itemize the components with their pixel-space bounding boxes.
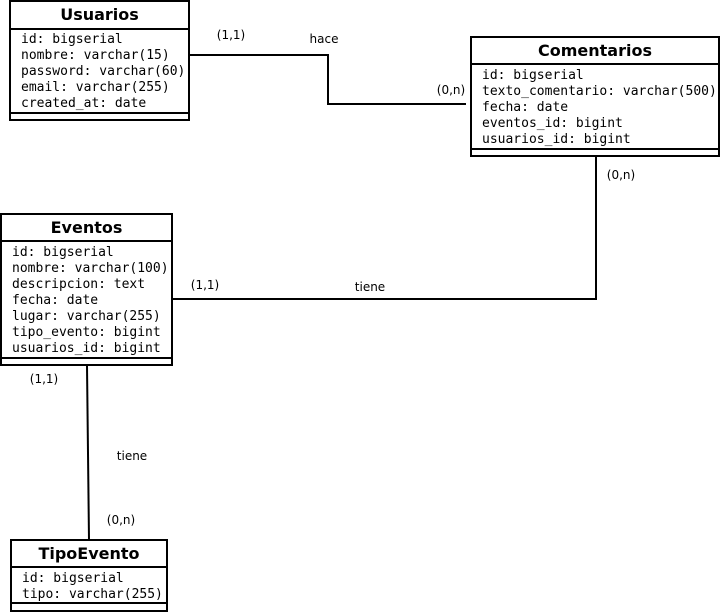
attribute: nombre: varchar(15) — [21, 48, 170, 63]
attribute: fecha: date — [12, 293, 98, 308]
entity-title: Usuarios — [60, 5, 139, 24]
entity-box — [9, 0, 190, 121]
relationship-label-tiene-tipoevento: tiene — [117, 449, 147, 463]
cardinality-tiene-comentarios: (0,n) — [607, 168, 635, 182]
cardinality-tiene-eventos-tipo: (1,1) — [30, 372, 58, 386]
entity-box — [10, 539, 168, 612]
entity-title: Eventos — [51, 218, 123, 237]
cardinality-hace-comentarios: (0,n) — [437, 83, 465, 97]
relationship-label-tiene-comentarios: tiene — [355, 280, 385, 294]
attribute: created_at: date — [21, 96, 146, 111]
entity-usuarios[interactable]: Usuarios id: bigserial nombre: varchar(1… — [9, 0, 190, 121]
attribute: lugar: varchar(255) — [12, 309, 161, 324]
attribute: email: varchar(255) — [21, 80, 170, 95]
attribute: id: bigserial — [482, 68, 584, 83]
relationship-line-tiene-tipoevento — [86, 365, 90, 541]
cardinality-tiene-eventos: (1,1) — [191, 278, 219, 292]
attribute: tipo_evento: bigint — [12, 325, 161, 340]
entity-box — [470, 36, 720, 157]
attribute: id: bigserial — [12, 245, 114, 260]
attribute: fecha: date — [482, 100, 568, 115]
attribute: eventos_id: bigint — [482, 116, 623, 131]
relationship-label-hace: hace — [310, 32, 339, 46]
entity-eventos[interactable]: Eventos id: bigserial nombre: varchar(10… — [0, 213, 173, 366]
attribute: descripcion: text — [12, 277, 145, 292]
attribute: password: varchar(60) — [21, 64, 185, 79]
attribute: nombre: varchar(100) — [12, 261, 169, 276]
attribute: id: bigserial — [22, 571, 124, 586]
attribute: tipo: varchar(255) — [22, 587, 163, 602]
cardinality-tiene-tipoevento: (0,n) — [107, 513, 135, 527]
attribute: usuarios_id: bigint — [12, 341, 161, 356]
entity-comentarios[interactable]: Comentarios id: bigserial texto_comentar… — [470, 36, 720, 157]
entity-box — [0, 213, 173, 366]
entity-tipoevento[interactable]: TipoEvento id: bigserial tipo: varchar(2… — [10, 539, 168, 612]
attribute: usuarios_id: bigint — [482, 132, 631, 147]
attribute: id: bigserial — [21, 32, 123, 47]
entity-title: Comentarios — [538, 41, 652, 60]
relationship-line-tiene-comentarios — [173, 157, 597, 300]
entity-title: TipoEvento — [38, 544, 139, 563]
relationship-line-hace — [190, 54, 466, 105]
cardinality-hace-usuarios: (1,1) — [217, 28, 245, 42]
attribute: texto_comentario: varchar(500) — [482, 84, 717, 99]
